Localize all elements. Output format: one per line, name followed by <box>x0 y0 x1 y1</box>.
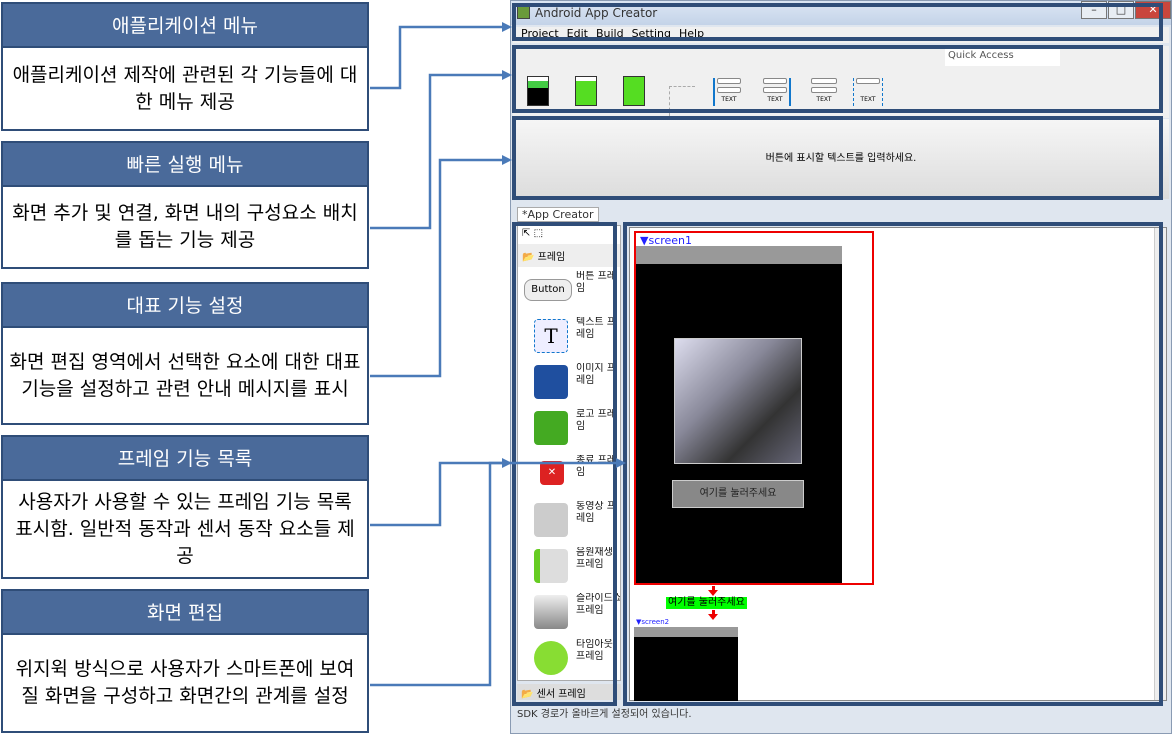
connect-screen-icon[interactable] <box>669 86 695 116</box>
align-right-text: TEXT <box>767 96 783 103</box>
sensor-category-label: 센서 프레임 <box>536 689 586 700</box>
palette-item-text[interactable]: T 텍스트 프레임 <box>518 313 620 359</box>
add-screen-icon[interactable] <box>527 76 549 106</box>
menu-edit[interactable]: Edit <box>566 27 588 40</box>
palette-tools[interactable]: ⇱ ⬚ <box>518 226 620 244</box>
app-window: Android App Creator – □ ✕ Project Edit Bui… <box>510 0 1172 734</box>
menu-bar: Project Edit Build Setting Help <box>513 27 1169 43</box>
palette-category-sensor[interactable]: 📂 센서 프레임 <box>517 684 621 700</box>
button-frame-icon: Button <box>524 279 572 301</box>
image-frame-icon <box>534 365 568 399</box>
palette-item-audio[interactable]: 음원재생 프레임 <box>518 543 620 589</box>
close-button[interactable]: ✕ <box>1135 1 1171 19</box>
slideshow-frame-icon <box>534 595 568 629</box>
menu-project[interactable]: Project <box>521 27 559 40</box>
align-right-icon[interactable]: TEXT <box>761 78 791 106</box>
screen2-phone[interactable] <box>634 627 738 701</box>
screen-editor[interactable]: ▼screen1 여기를 눌러주세요 여기를 눌러주세요 ▼screen2 <box>629 227 1167 701</box>
timer-frame-icon <box>534 641 568 675</box>
minimize-button[interactable]: – <box>1081 1 1107 19</box>
menu-help[interactable]: Help <box>678 27 705 40</box>
palette-category-frame[interactable]: 📂 프레임 <box>518 244 620 267</box>
palette-item-label: 텍스트 프레임 <box>576 317 616 340</box>
folder-icon: 📂 <box>521 689 534 700</box>
add-screen-2-icon[interactable] <box>575 76 597 106</box>
transition-arrow-top <box>708 586 718 596</box>
palette-item-label: 종료 프레임 <box>576 455 616 478</box>
align-left-icon[interactable]: TEXT <box>713 78 743 106</box>
select-tool-icon[interactable]: ⇱ <box>522 228 531 239</box>
screen2-label[interactable]: ▼screen2 <box>636 618 670 626</box>
stretch-icon[interactable]: TEXT <box>853 78 883 106</box>
editor-scrollbar[interactable] <box>1154 228 1166 700</box>
palette-item-label: 슬라이드쇼 프레임 <box>576 593 621 616</box>
add-screen-3-icon[interactable] <box>623 76 645 106</box>
marquee-tool-icon[interactable]: ⬚ <box>533 228 544 239</box>
title-bar: Android App Creator – □ ✕ <box>511 1 1171 25</box>
palette-item-label: 로고 프레임 <box>576 409 616 432</box>
hint-message: 버튼에 표시할 텍스트를 입력하세요. <box>513 119 1169 199</box>
align-center-icon[interactable]: TEXT <box>809 78 839 106</box>
palette-item-label: 동영상 프레임 <box>576 501 616 524</box>
palette-item-slideshow[interactable]: 슬라이드쇼 프레임 <box>518 589 620 635</box>
align-center-text: TEXT <box>816 96 832 103</box>
exit-frame-icon: ✕ <box>540 461 564 485</box>
palette-item-label: 이미지 프레임 <box>576 363 616 386</box>
palette-item-timeout[interactable]: 타임아웃 프레임 <box>518 635 620 680</box>
status-bar: SDK 경로가 올바르게 설정되어 있습니다. <box>517 709 692 720</box>
stretch-text: TEXT <box>860 96 876 103</box>
app-icon <box>517 6 530 19</box>
maximize-button[interactable]: □ <box>1108 1 1134 19</box>
menu-setting[interactable]: Setting <box>631 27 671 40</box>
folder-icon: 📂 <box>522 252 535 263</box>
transition-label[interactable]: 여기를 눌러주세요 <box>666 597 747 609</box>
quick-access-input[interactable]: Quick Access <box>945 49 1060 66</box>
profile-photo[interactable] <box>674 338 802 464</box>
palette-item-logo[interactable]: 로고 프레임 <box>518 405 620 451</box>
palette-item-label: 음원재생 프레임 <box>576 547 613 570</box>
window-title: Android App Creator <box>535 6 658 20</box>
tab-app-creator[interactable]: *App Creator <box>517 207 599 222</box>
screen1-phone[interactable]: 여기를 눌러주세요 <box>636 246 842 583</box>
audio-frame-icon <box>534 549 568 583</box>
palette-item-exit[interactable]: ✕ 종료 프레임 <box>518 451 620 497</box>
palette-item-video[interactable]: 동영상 프레임 <box>518 497 620 543</box>
screen-button[interactable]: 여기를 눌러주세요 <box>672 480 804 508</box>
palette-item-label: 버튼 프레임 <box>576 271 616 294</box>
palette-category-label: 프레임 <box>537 252 566 263</box>
video-frame-icon <box>534 503 568 537</box>
palette-item-label: 타임아웃 프레임 <box>576 639 613 662</box>
menu-build[interactable]: Build <box>595 27 624 40</box>
transition-arrow-bottom <box>708 610 718 620</box>
logo-frame-icon <box>534 411 568 445</box>
align-left-text: TEXT <box>721 96 737 103</box>
quick-toolbar: Quick Access TEXT TEXT TEXT TEXT <box>513 46 1169 118</box>
palette-item-image[interactable]: 이미지 프레임 <box>518 359 620 405</box>
text-frame-icon: T <box>534 319 568 353</box>
